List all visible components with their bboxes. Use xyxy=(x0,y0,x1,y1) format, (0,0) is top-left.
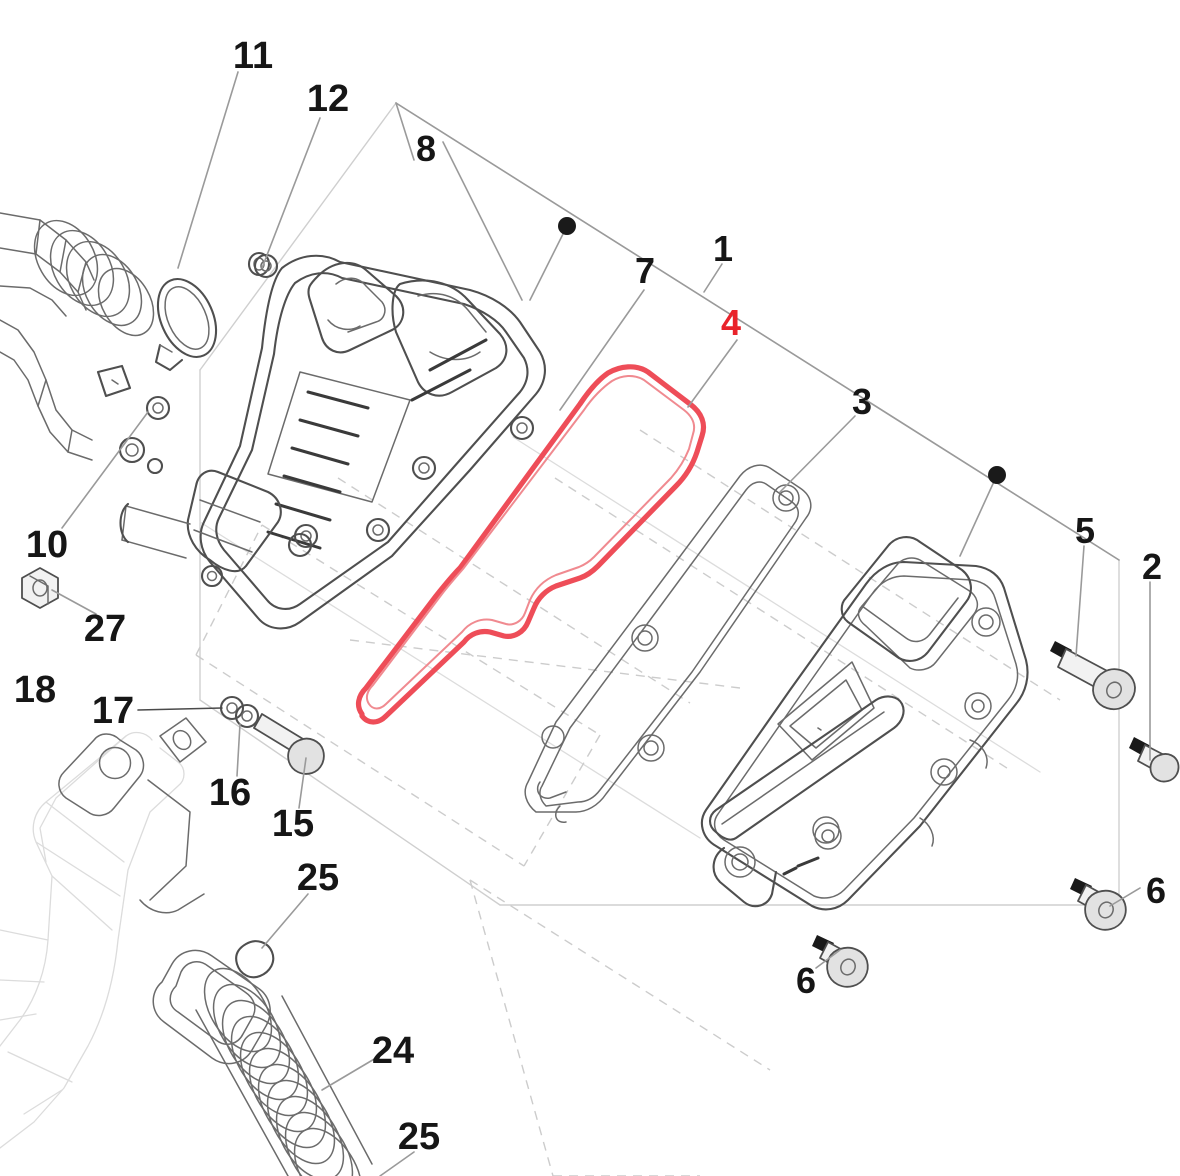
marker-dots xyxy=(558,217,1006,484)
callout-label-17: 17 xyxy=(91,690,135,732)
callout-label-5: 5 xyxy=(1074,510,1096,551)
flexible-hose xyxy=(152,940,373,1176)
air-filter-cover xyxy=(119,253,546,630)
air-box-body-right xyxy=(700,536,1029,911)
air-box-body-left xyxy=(524,464,812,823)
callout-label-6-right: 6 xyxy=(1145,870,1167,911)
callout-label-4-highlighted: 4 xyxy=(720,302,742,343)
callout-label-12: 12 xyxy=(306,78,350,120)
callout-label-25-lower: 25 xyxy=(397,1116,441,1158)
callout-label-2: 2 xyxy=(1141,546,1163,587)
callout-label-6-left: 6 xyxy=(795,960,817,1001)
callout-leader-lines xyxy=(51,71,1151,1176)
callout-label-24: 24 xyxy=(371,1030,415,1072)
callout-label-18: 18 xyxy=(13,669,57,711)
assembly-envelope-dashed xyxy=(195,429,1061,1176)
fasteners xyxy=(21,567,1180,988)
callout-label-10: 10 xyxy=(25,524,69,566)
callout-label-25-upper: 25 xyxy=(296,857,340,899)
intake-duct-lower xyxy=(0,717,207,1149)
callout-label-27: 27 xyxy=(83,608,127,650)
callout-label-16: 16 xyxy=(208,772,252,814)
gasket-highlight-outline xyxy=(355,364,707,725)
callout-label-15: 15 xyxy=(271,803,315,845)
callout-label-8: 8 xyxy=(415,128,437,169)
callout-label-11: 11 xyxy=(232,35,274,77)
callout-label-1: 1 xyxy=(712,228,734,269)
intake-tube-assembly xyxy=(0,212,271,475)
callout-label-7: 7 xyxy=(634,250,656,291)
callout-label-3: 3 xyxy=(851,381,873,422)
